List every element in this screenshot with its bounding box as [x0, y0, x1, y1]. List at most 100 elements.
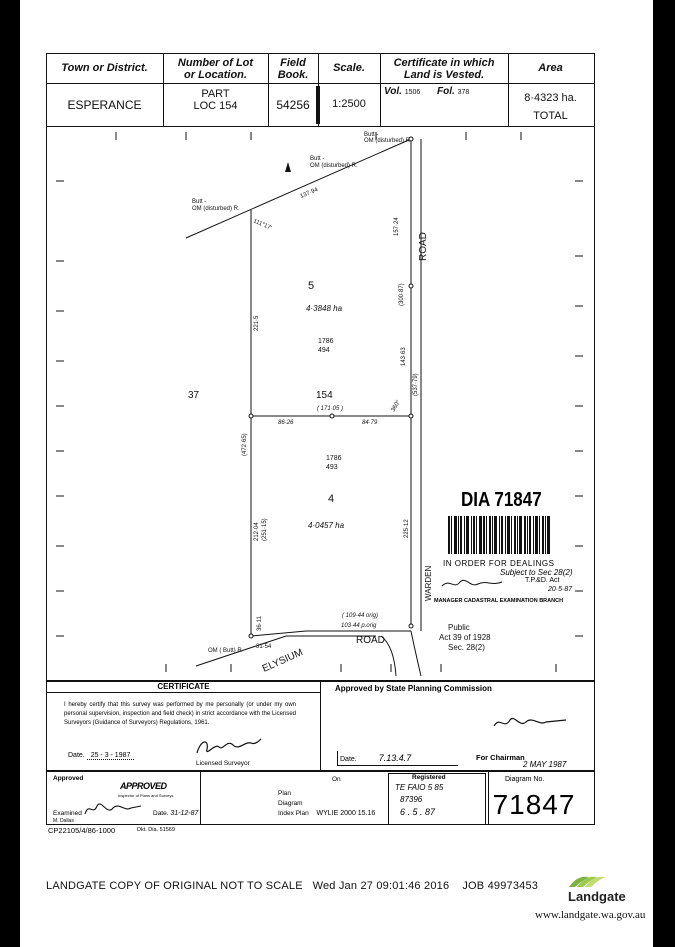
registered-line3: 6 . 5 . 87 [400, 807, 436, 817]
dim-137: 137·94 [299, 187, 319, 200]
surveyor-signature [193, 735, 263, 759]
approval-date-value: 7.13.4.7 [378, 753, 412, 763]
lot5-area: 4·3848 ha [306, 304, 343, 313]
footer-copy-line: LANDGATE COPY OF ORIGINAL NOT TO SCALE W… [46, 880, 538, 892]
dim-221: 221·5 [254, 315, 260, 331]
area-note: TOTAL [533, 110, 568, 122]
dim-225: 225·12 [404, 519, 410, 538]
cp-line: CP22105/4/86-1000 [48, 826, 116, 835]
registered-stamp [388, 773, 486, 825]
approval-title: Approved by State Planning Commission [335, 684, 492, 693]
public-2: Act 39 of 1928 [439, 633, 491, 642]
examiner-signature [83, 798, 143, 818]
certificate-title: CERTIFICATE [157, 682, 210, 691]
document-sheet: Town or District. Number of Lot or Locat… [20, 0, 653, 947]
lot-value-line1: PART [201, 88, 230, 100]
cert-divider [320, 681, 321, 771]
lot-value: PART LOC 154 [163, 88, 268, 112]
dim-157: 157·24 [394, 217, 400, 236]
public-3: Sec. 28(2) [448, 643, 485, 652]
plan-label: Plan [278, 790, 292, 797]
area-total: 8·4323 ha. [524, 92, 577, 104]
field-header-line1: Field [280, 57, 306, 69]
road-bottom-label: ROAD [356, 635, 385, 646]
vol-value: 1506 [404, 89, 421, 96]
lot-header-line2: or Location. [184, 69, 247, 81]
footer-job: JOB 49973453 [462, 880, 539, 892]
elysium-label: ELYSIUM [261, 647, 305, 675]
approved-stamp: APPROVED [120, 781, 167, 791]
dim-143: 143·63 [401, 347, 407, 366]
field-book-value: 54256 [276, 98, 310, 112]
vol-label: Vol. [384, 86, 402, 97]
diagram-label: Diagram [278, 800, 303, 807]
registered-label: Registered [412, 774, 446, 781]
lot5-number: 5 [308, 280, 314, 292]
loc-37: 37 [188, 390, 200, 401]
col-divider [163, 53, 164, 127]
approved-date: Date. 31-12-87 [153, 810, 199, 817]
dim-251: (251·15) [262, 518, 268, 541]
cert-date-label: Date [68, 752, 83, 759]
lot5-ref-top: 1786 [318, 338, 334, 345]
fol-value: 378 [457, 89, 470, 96]
approval-strip [46, 771, 595, 825]
barcode [448, 516, 574, 554]
dim-537: (537·79) [413, 373, 419, 396]
dia-date-sig: 20·5·87 [548, 586, 573, 593]
field-header-line2: Book. [277, 69, 309, 81]
footer-copy-text: LANDGATE COPY OF ORIGINAL NOT TO SCALE [46, 880, 303, 892]
warden-label: WARDEN [424, 566, 433, 601]
cert-header-line1: Certificate in which [393, 57, 495, 69]
diagram-no: 71847 [492, 789, 576, 820]
strip-divider [488, 771, 489, 825]
on-label: On [332, 776, 341, 783]
butt2: Butt - [310, 156, 324, 162]
dia-order-line: IN ORDER FOR DEALINGS [443, 559, 555, 568]
lot4-ref-bottom: 493 [326, 464, 338, 471]
lot-value-line2: LOC 154 [193, 100, 238, 112]
approval-date: Date. 7.13.4.7 [340, 753, 412, 763]
surveyor-label: Licensed Surveyor [196, 760, 250, 767]
town-value: ESPERANCE [67, 98, 142, 112]
lot4-ref-top: 1786 [326, 455, 342, 462]
field-header: Field Book. [268, 57, 318, 81]
survey-plan: 5 4·3848 ha 1786 494 154 37 4 4·0457 ha … [56, 132, 583, 677]
bearing-right: 360° [391, 399, 403, 413]
strip-divider [200, 771, 201, 825]
dim-103: 103·44 p.orig [341, 623, 377, 629]
dim-109: ( 109·44 orig) [342, 613, 378, 619]
dim-8479: 84·79 [362, 420, 378, 426]
approved-stamp-sub: Inspector of Plans and Surveys [118, 793, 174, 798]
bearing-left: 111°17' [252, 218, 272, 231]
butt2b: OM (disturbed) R. [310, 163, 358, 169]
diagram-no-label: Diagram No. [505, 776, 545, 783]
dia-manager-line: MANAGER CADASTRAL EXAMINATION BRANCH [434, 598, 564, 604]
index-plan-value: WYLIE 2000 15.16 [316, 810, 376, 817]
approval-date-label: Date [340, 756, 355, 763]
north-arrow-icon [285, 162, 291, 172]
col-divider [268, 53, 269, 127]
footer-timestamp: Wed Jan 27 09:01:46 2016 [312, 880, 450, 892]
dia-label: DIA 71847 [461, 489, 542, 511]
registered-line2: 87396 [400, 795, 423, 804]
chairman-date: 2 MAY 1987 [523, 760, 567, 769]
dkt-line: Dkt. Dia. 51569 [137, 827, 175, 833]
dim-8626: 86·26 [278, 420, 294, 426]
lot-header: Number of Lot or Location. [163, 57, 268, 81]
public-1: Public [448, 623, 470, 632]
cert-header: Certificate in which Land is Vested. [380, 57, 508, 81]
loc-number: 154 [316, 390, 333, 401]
manager-signature [440, 576, 505, 590]
chairman-label: For Chairman [476, 753, 525, 762]
butt1b: OM (disturbed) R. [192, 206, 240, 212]
certificate-text: I hereby certify that this survey was pe… [64, 702, 296, 726]
survey-marks [248, 136, 414, 639]
cert-title-rule [46, 692, 321, 693]
col-divider [380, 53, 381, 127]
cert-header-line2: Land is Vested. [403, 69, 485, 81]
town-header: Town or District. [61, 62, 148, 74]
dia-act-line: T.P.&D. Act [525, 577, 560, 584]
landgate-url[interactable]: www.landgate.wa.gov.au [535, 909, 646, 921]
lot5-ref-bottom: 494 [318, 347, 330, 354]
